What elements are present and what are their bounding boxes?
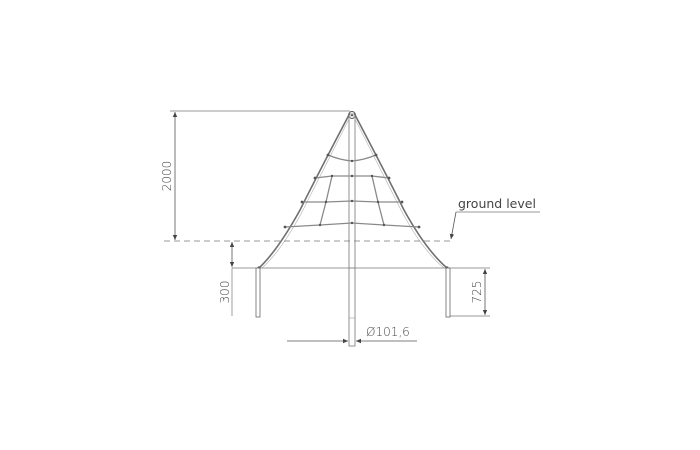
dimension-pole-diameter: Ø101,6 — [287, 325, 417, 344]
dimension-total-height: 2000 — [160, 110, 350, 240]
dimension-725-label: 725 — [470, 281, 484, 304]
right-anchor-leg — [445, 267, 451, 318]
dimension-diameter-label: Ø101,6 — [366, 325, 410, 339]
outer-ropes — [258, 112, 448, 269]
left-anchor-leg — [255, 267, 261, 318]
dimension-300-label: 300 — [218, 281, 232, 304]
dimension-2000-label: 2000 — [160, 161, 174, 192]
dimension-anchor-depth: 300 — [218, 242, 235, 316]
central-pole — [348, 113, 356, 347]
dimension-leg-depth: 725 — [450, 269, 490, 317]
ground-level-label: ground level — [458, 196, 536, 211]
ground-level-callout: ground level — [449, 196, 540, 240]
